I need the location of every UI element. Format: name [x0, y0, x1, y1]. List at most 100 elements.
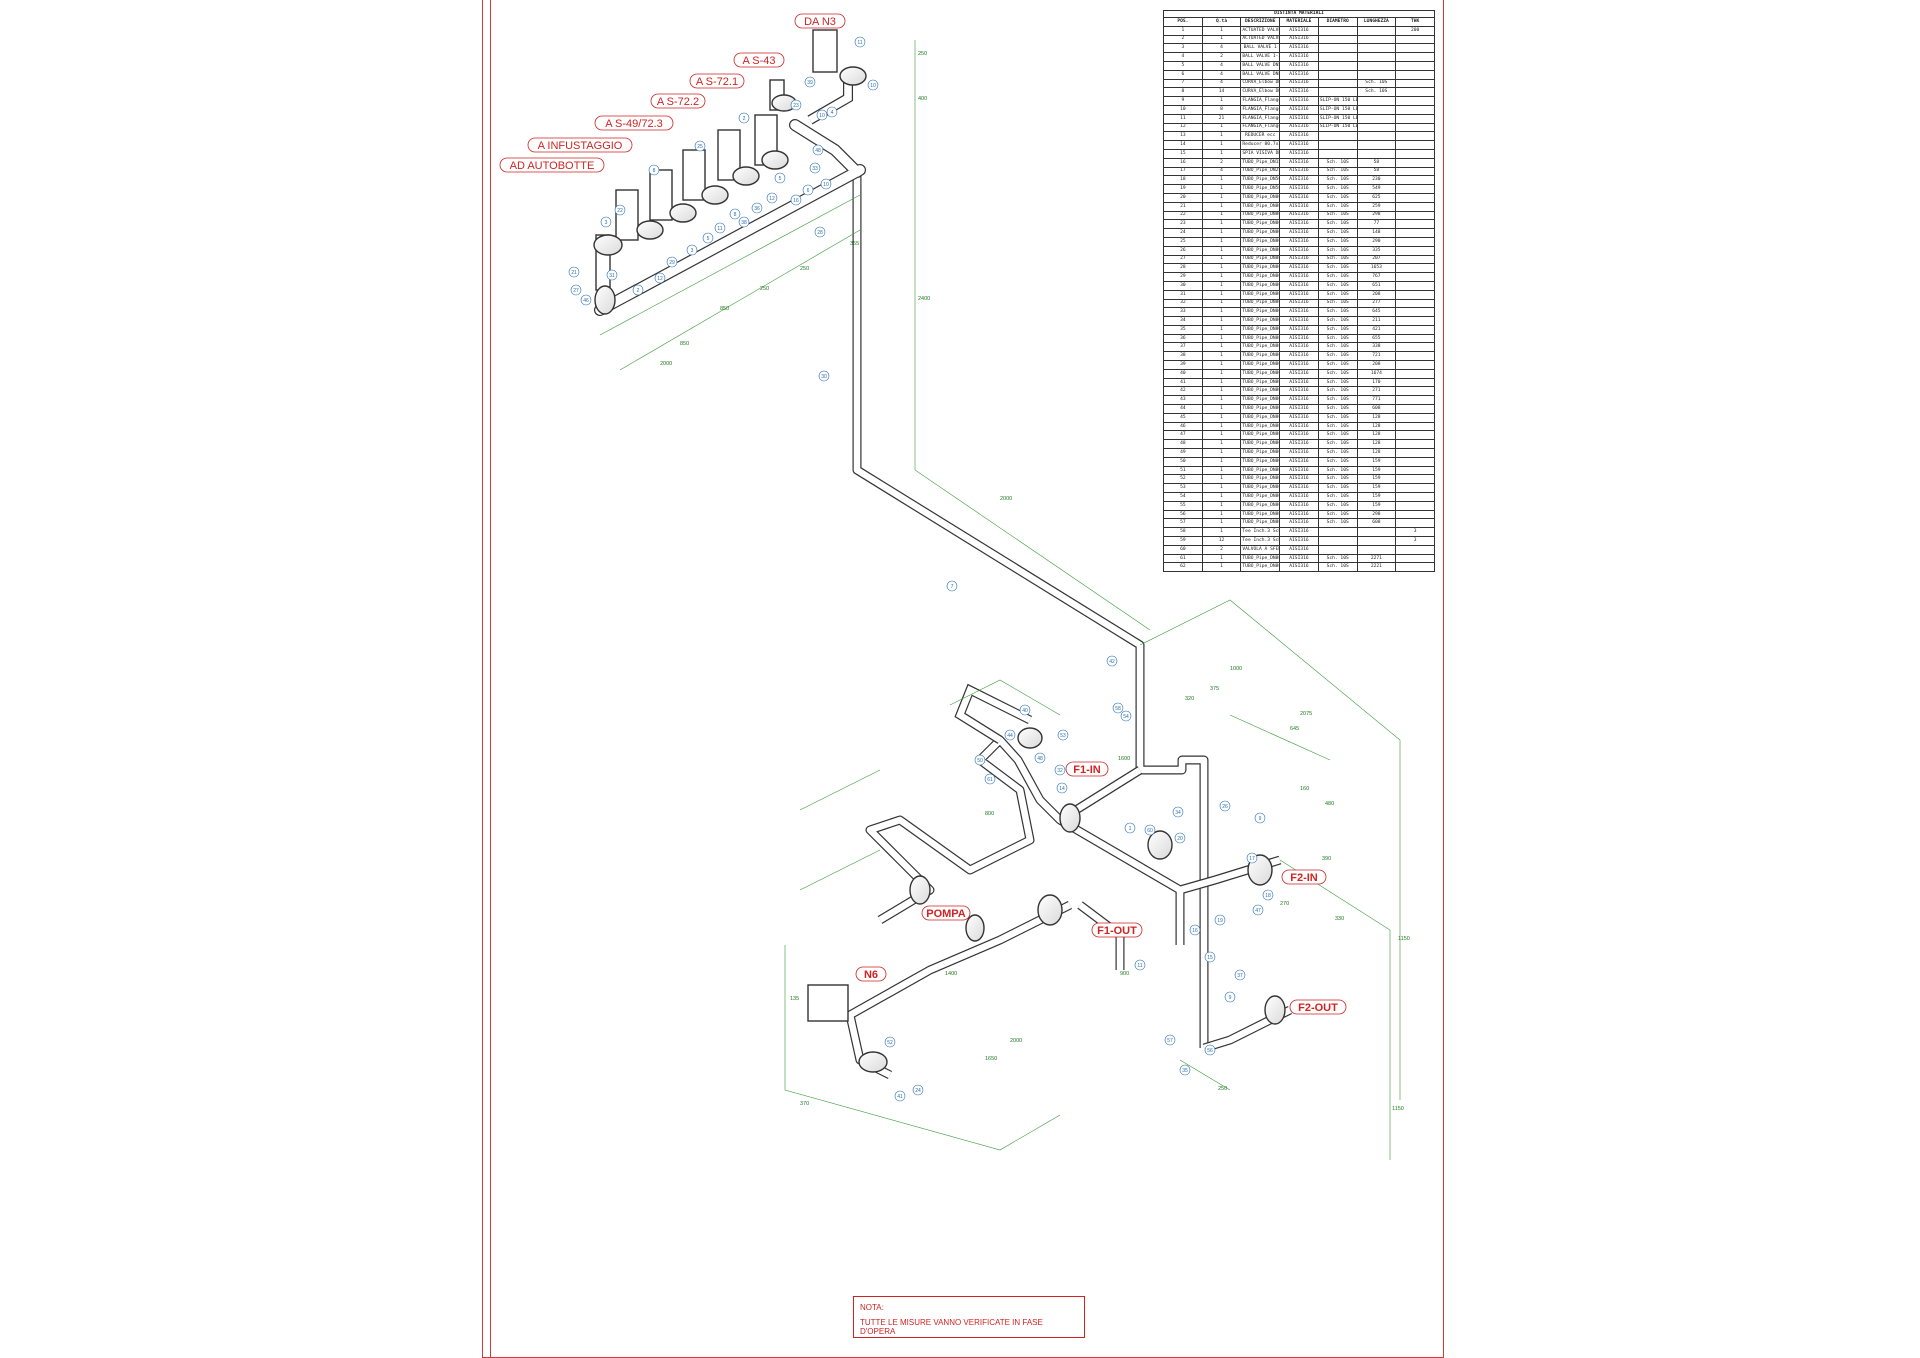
dimension-label: 250	[760, 286, 769, 292]
dimension-label: 2400	[918, 296, 930, 302]
part-bubble	[686, 244, 698, 256]
valve-a-s722	[717, 129, 760, 186]
part-bubble	[1019, 704, 1031, 716]
tag-f1-in: F1-IN	[1065, 761, 1109, 777]
part-bubble-label: 58	[1115, 706, 1121, 712]
part-bubble	[714, 222, 726, 234]
valve-manifold-end	[593, 234, 623, 315]
part-bubble	[1189, 924, 1201, 936]
tag-da-n3: DA N3	[794, 13, 846, 29]
part-bubble	[814, 226, 826, 238]
part-bubble-label: 9	[1229, 995, 1232, 1001]
part-bubble	[1112, 702, 1124, 714]
part-bubble	[1124, 822, 1136, 834]
part-bubble	[1214, 914, 1226, 926]
part-bubble	[568, 266, 580, 278]
part-bubble-label: 33	[812, 166, 818, 172]
valve-n6	[807, 984, 888, 1073]
part-bubble	[894, 1090, 906, 1102]
part-bubble	[1252, 904, 1264, 916]
dim-line-manifold	[599, 194, 861, 371]
part-bubble-label: 28	[817, 230, 823, 236]
dim-line-upper-right	[1139, 599, 1401, 1100]
valve-ad-autobotte	[615, 189, 664, 241]
part-bubble-label: 16	[793, 198, 799, 204]
flow-tags: DA N3 A S-43 A S-72.1 A S-72.2 A S-49/72…	[499, 13, 1347, 1015]
part-bubble-label: 20	[1177, 836, 1183, 842]
part-bubble-label: 52	[887, 1040, 893, 1046]
dimension-label: 250	[918, 51, 927, 57]
part-bubble-label: 22	[617, 208, 623, 214]
part-bubble	[654, 272, 666, 284]
valve-a-s49	[682, 149, 729, 205]
note-text: TUTTE LE MISURE VANNO VERIFICATE IN FASE…	[860, 1318, 1043, 1336]
tag-f2-out: F2-OUT	[1289, 999, 1347, 1015]
svg-text:A S-72.2: A S-72.2	[657, 96, 699, 108]
part-bubble-label: 47	[1255, 908, 1261, 914]
tag-a-s721: A S-72.1	[689, 73, 745, 89]
tag-n6: N6	[855, 966, 887, 982]
svg-text:A S-49/72.3: A S-49/72.3	[605, 118, 663, 130]
part-bubble-label: 3	[605, 220, 608, 226]
part-bubble-label: 34	[1175, 810, 1181, 816]
part-bubble-label: 37	[1237, 973, 1243, 979]
part-bubble-label: 14	[1059, 786, 1065, 792]
dimension-label: 850	[720, 306, 729, 312]
part-bubble	[820, 178, 832, 190]
tag-a-infustaggio: A INFUSTAGGIO	[527, 137, 633, 153]
svg-text:F2-IN: F2-IN	[1290, 872, 1318, 884]
part-bubble	[1204, 1044, 1216, 1056]
valve-da-n3	[812, 29, 867, 86]
tag-pompa: POMPA	[921, 905, 971, 921]
part-bubble-label: 4	[831, 110, 834, 116]
part-bubble-label: 12	[769, 196, 775, 202]
dimension-label: 2000	[1000, 496, 1012, 502]
dimension-label: 1000	[1230, 666, 1242, 672]
part-bubble-label: 10	[823, 182, 829, 188]
dimension-label: 250	[1218, 1086, 1227, 1092]
part-bubble	[1234, 969, 1246, 981]
tag-f2-in: F2-IN	[1281, 869, 1327, 885]
dimension-label: 375	[1210, 686, 1219, 692]
tag-ad-autobotte: AD AUTOBOTTE	[499, 157, 605, 173]
part-bubble	[1134, 959, 1146, 971]
part-bubble-label: 26	[1222, 804, 1228, 810]
part-bubble	[867, 79, 879, 91]
part-bubble-label: 10	[870, 83, 876, 89]
part-bubble	[1179, 1064, 1191, 1076]
part-bubble	[751, 202, 763, 214]
filter-f2-out-housing	[1264, 995, 1286, 1025]
dimension-label: 370	[800, 1101, 809, 1107]
part-bubble-label: 5	[779, 176, 782, 182]
part-bubble	[1219, 800, 1231, 812]
part-bubble	[648, 164, 660, 176]
part-bubble	[946, 580, 958, 592]
part-bubble-label: 27	[573, 288, 579, 294]
part-bubble-label: 53	[1060, 733, 1066, 739]
pipe-header-manifold	[594, 119, 866, 316]
part-bubble-label: 3	[691, 248, 694, 254]
part-bubble-label: 38	[741, 220, 747, 226]
part-bubble	[1057, 729, 1069, 741]
part-bubble-label: 6	[807, 188, 810, 194]
dim-line-bottom	[1179, 1059, 1231, 1091]
part-bubble	[632, 284, 644, 296]
svg-text:A INFUSTAGGIO: A INFUSTAGGIO	[538, 140, 623, 152]
tag-f1-out: F1-OUT	[1091, 922, 1143, 938]
part-bubble	[774, 172, 786, 184]
part-bubble	[702, 232, 714, 244]
valve-a-s721	[754, 114, 789, 170]
svg-text:N6: N6	[864, 969, 878, 981]
part-bubble	[912, 1084, 924, 1096]
part-bubble-label: 60	[1147, 828, 1153, 834]
dimension-label: 2075	[1300, 711, 1312, 717]
